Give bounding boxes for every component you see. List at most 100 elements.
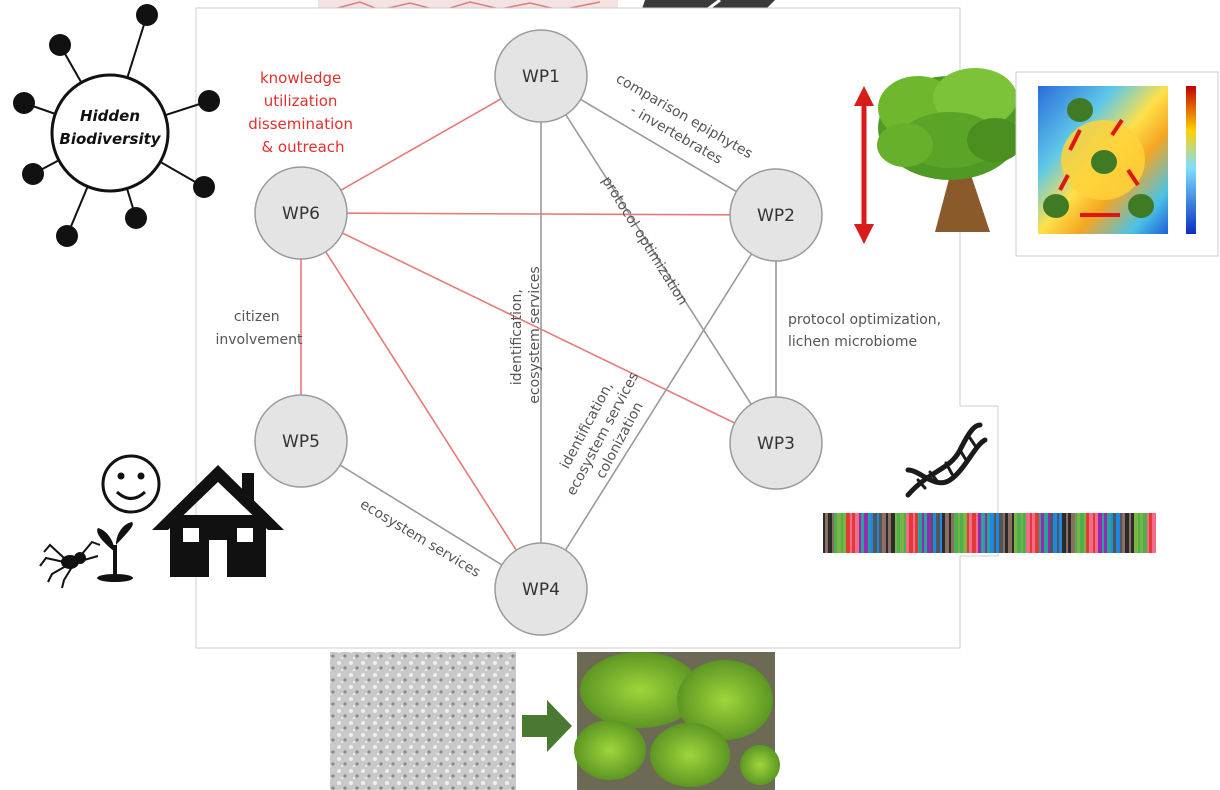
barcode-stripe: [859, 513, 861, 553]
node-wp6[interactable]: WP6: [254, 166, 348, 260]
barcode-stripe: [877, 513, 879, 553]
barcode-stripe: [1050, 513, 1053, 553]
barcode-stripe: [918, 513, 922, 553]
barcode-stripe: [922, 513, 924, 553]
barcode-stripe: [1021, 513, 1023, 553]
barcode-stripe: [1095, 513, 1098, 553]
barcode-stripe: [963, 513, 967, 553]
barcode-stripe: [1023, 513, 1026, 553]
edge-wp1-wp3: [540, 75, 777, 444]
barcode-stripe: [861, 513, 864, 553]
barcode-stripe: [1075, 513, 1077, 553]
barcode-stripe: [834, 513, 837, 553]
edge-wp6-wp4: [300, 212, 542, 590]
barcode-stripe: [888, 513, 891, 553]
plant-icon: [97, 522, 133, 582]
node-wp1[interactable]: WP1: [494, 29, 588, 123]
barcode-stripe: [981, 513, 985, 553]
barcode-stripe: [1062, 513, 1066, 553]
barcode-stripe: [1005, 513, 1008, 553]
dna-barcode: [823, 513, 1156, 553]
barcode-stripe: [846, 513, 850, 553]
barcode-stripe: [949, 513, 951, 553]
barcode-stripe: [828, 513, 832, 553]
barcode-stripe: [1116, 513, 1120, 553]
barcode-stripe: [1077, 513, 1080, 553]
gravel-photo: [330, 652, 516, 790]
tree-icon: [877, 68, 1023, 232]
edge-wp6-wp3: [300, 212, 777, 444]
barcode-stripe: [1053, 513, 1057, 553]
barcode-stripe: [895, 513, 897, 553]
barcode-stripe: [960, 513, 963, 553]
barcode-stripe: [994, 513, 996, 553]
barcode-stripe: [924, 513, 927, 553]
barcode-stripe: [841, 513, 843, 553]
barcode-stripe: [1125, 513, 1129, 553]
label-knowledge: knowledge utilization dissemination & ou…: [248, 69, 358, 156]
node-wp3[interactable]: WP3: [729, 396, 823, 490]
barcode-stripe: [1008, 513, 1012, 553]
node-wp1-label: WP1: [522, 67, 560, 87]
barcode-stripe: [1111, 513, 1113, 553]
barcode-stripe: [823, 513, 825, 553]
barcode-stripe: [900, 513, 904, 553]
node-wp5[interactable]: WP5: [254, 394, 348, 488]
barcode-stripe: [852, 513, 855, 553]
barcode-stripe: [837, 513, 841, 553]
barcode-stripe: [1120, 513, 1122, 553]
barcode-stripe: [1035, 513, 1039, 553]
barcode-stripe: [1068, 513, 1071, 553]
barcode-stripe: [868, 513, 870, 553]
barcode-stripe: [1086, 513, 1089, 553]
hub-dots: [13, 4, 220, 247]
barcode-stripe: [976, 513, 978, 553]
barcode-stripe: [1084, 513, 1086, 553]
barcode-stripe: [1048, 513, 1050, 553]
barcode-stripe: [927, 513, 931, 553]
barcode-stripe: [1057, 513, 1059, 553]
barcode-stripe: [1147, 513, 1149, 553]
barcode-stripe: [825, 513, 828, 553]
edge-wp5-wp4: [300, 440, 542, 590]
barcode-stripe: [1041, 513, 1044, 553]
edge-wp6-wp2: [300, 212, 777, 216]
barcode-stripe: [967, 513, 969, 553]
right-arrow-icon: [522, 700, 572, 752]
barcode-stripe: [906, 513, 909, 553]
smiley-icon: [101, 454, 161, 514]
barcode-stripe: [909, 513, 913, 553]
barcode-stripe: [1089, 513, 1093, 553]
barcode-stripe: [1113, 513, 1116, 553]
heatmap-figure: [1015, 71, 1219, 257]
barcode-stripe: [1071, 513, 1075, 553]
barcode-stripe: [940, 513, 942, 553]
spider-icon: [39, 540, 101, 589]
node-wp4[interactable]: WP4: [494, 542, 588, 636]
label-protocol-lichen: protocol optimization, lichen microbiome: [788, 312, 946, 350]
moss-photo: [574, 652, 780, 790]
node-wp2[interactable]: WP2: [729, 168, 823, 262]
barcode-stripe: [954, 513, 958, 553]
barcode-stripe: [942, 513, 945, 553]
barcode-stripe: [1129, 513, 1131, 553]
barcode-stripe: [985, 513, 987, 553]
barcode-stripe: [1044, 513, 1048, 553]
barcode-stripe: [913, 513, 915, 553]
barcode-stripe: [936, 513, 940, 553]
barcode-stripe: [855, 513, 859, 553]
barcode-stripe: [886, 513, 888, 553]
hub-title-line1: Hidden: [80, 107, 140, 125]
house-icon: [152, 465, 284, 577]
hidden-biodiversity-hub: Hidden Biodiversity: [13, 4, 220, 247]
barcode-stripe: [897, 513, 900, 553]
node-wp3-label: WP3: [757, 434, 795, 454]
barcode-stripe: [1003, 513, 1005, 553]
barcode-stripe: [879, 513, 882, 553]
edge-wp2-wp4: [540, 214, 777, 590]
barcode-stripe: [996, 513, 999, 553]
barcode-stripe: [931, 513, 933, 553]
barcode-stripe: [891, 513, 895, 553]
barcode-stripe: [1152, 513, 1156, 553]
